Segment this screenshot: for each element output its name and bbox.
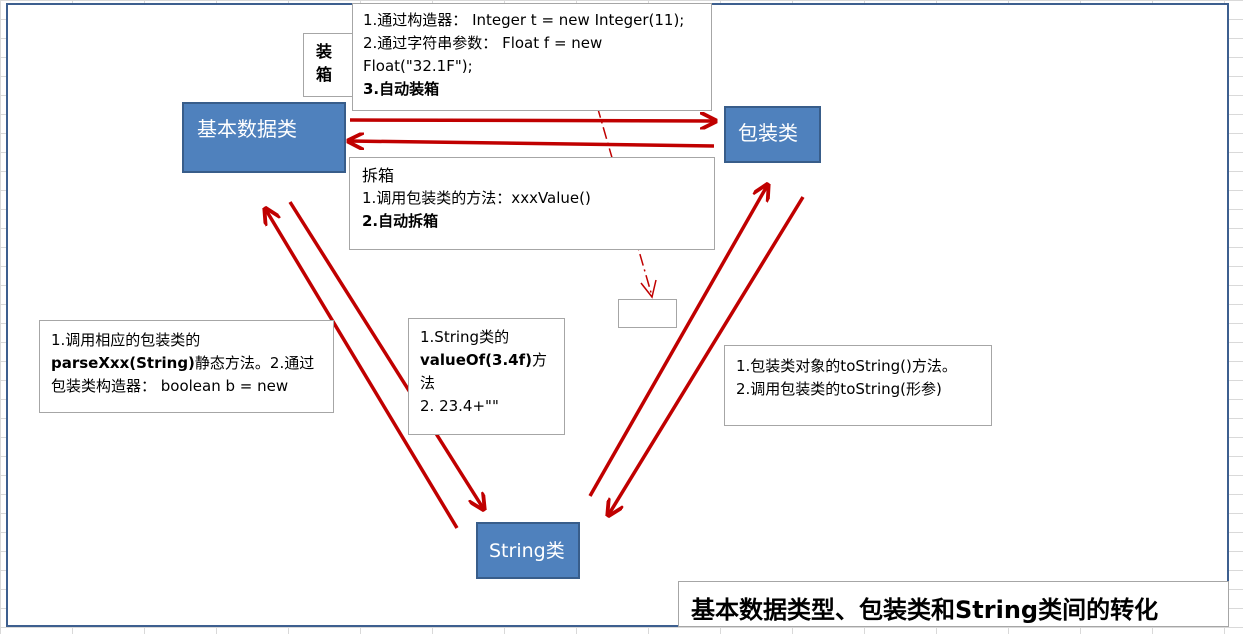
w2s-line-1: 1.包装类对象的toString()方法。 bbox=[736, 357, 957, 375]
p2s-line-4: 2. 23.4+"" bbox=[420, 397, 499, 415]
unboxing-line-3: 2.自动拆箱 bbox=[362, 212, 439, 230]
node-string: String类 bbox=[476, 522, 580, 579]
arrow-wrapper-to-primitive bbox=[350, 141, 715, 146]
boxing-note: 1.通过构造器： Integer t = new Integer(11); 2.… bbox=[352, 3, 712, 111]
boxing-line-3: Float("32.1F"); bbox=[363, 57, 473, 75]
p2s-line-3: 法 bbox=[420, 374, 436, 392]
unboxing-note: 拆箱 1.调用包装类的方法：xxxValue() 2.自动拆箱 bbox=[349, 157, 715, 250]
boxing-label-char-1: 装 bbox=[316, 42, 333, 61]
s2p-line-2-bold: parseXxx(String) bbox=[51, 354, 195, 372]
s2p-line-2-rest: 静态方法。2.通过 bbox=[194, 354, 315, 372]
arrow-primitive-to-string bbox=[288, 201, 483, 508]
w2s-line-2: 2.调用包装类的toString(形参) bbox=[736, 380, 942, 398]
node-primitive-label: 基本数据类 bbox=[197, 117, 297, 141]
wrapper-to-string-note: 1.包装类对象的toString()方法。 2.调用包装类的toString(形… bbox=[724, 345, 992, 426]
boxing-label-char-2: 箱 bbox=[316, 65, 333, 84]
p2s-line-2-bold: valueOf(3.4f) bbox=[420, 351, 532, 369]
diagram-title: 基本数据类型、包装类和String类间的转化 bbox=[678, 581, 1229, 627]
empty-box bbox=[618, 299, 677, 328]
dashdot-connector bbox=[590, 84, 653, 297]
s2p-line-2: parseXxx(String)静态方法。2.通过 bbox=[51, 352, 322, 375]
arrow-primitive-to-wrapper bbox=[349, 120, 714, 121]
unboxing-line-1: 拆箱 bbox=[362, 166, 395, 185]
arrow-wrapper-to-string bbox=[609, 196, 805, 514]
diagram-title-text: 基本数据类型、包装类和String类间的转化 bbox=[691, 596, 1159, 624]
p2s-line-2-rest: 方 bbox=[531, 351, 547, 369]
unboxing-line-2: 1.调用包装类的方法：xxxValue() bbox=[362, 189, 591, 207]
string-to-primitive-note: 1.调用相应的包装类的 parseXxx(String)静态方法。2.通过 包装… bbox=[39, 320, 334, 413]
arrow-string-to-primitive bbox=[266, 210, 459, 529]
node-string-label: String类 bbox=[489, 540, 565, 562]
p2s-line-2: valueOf(3.4f)方 bbox=[420, 349, 553, 372]
boxing-line-2: 2.通过字符串参数： Float f = new bbox=[363, 34, 603, 52]
s2p-line-1: 1.调用相应的包装类的 bbox=[51, 331, 201, 349]
node-wrapper: 包装类 bbox=[724, 106, 821, 163]
dashdot-arrowhead bbox=[640, 279, 657, 299]
boxing-line-4: 3.自动装箱 bbox=[363, 80, 440, 98]
p2s-line-1: 1.String类的 bbox=[420, 328, 510, 346]
boxing-label: 装 箱 bbox=[303, 33, 354, 97]
s2p-line-3: 包装类构造器： boolean b = new bbox=[51, 377, 289, 395]
node-primitive: 基本数据类 bbox=[182, 102, 346, 173]
arrow-string-to-wrapper bbox=[588, 186, 767, 497]
boxing-line-1: 1.通过构造器： Integer t = new Integer(11); bbox=[363, 11, 685, 29]
primitive-to-string-note: 1.String类的 valueOf(3.4f)方 法 2. 23.4+"" bbox=[408, 318, 565, 435]
node-wrapper-label: 包装类 bbox=[738, 121, 798, 145]
